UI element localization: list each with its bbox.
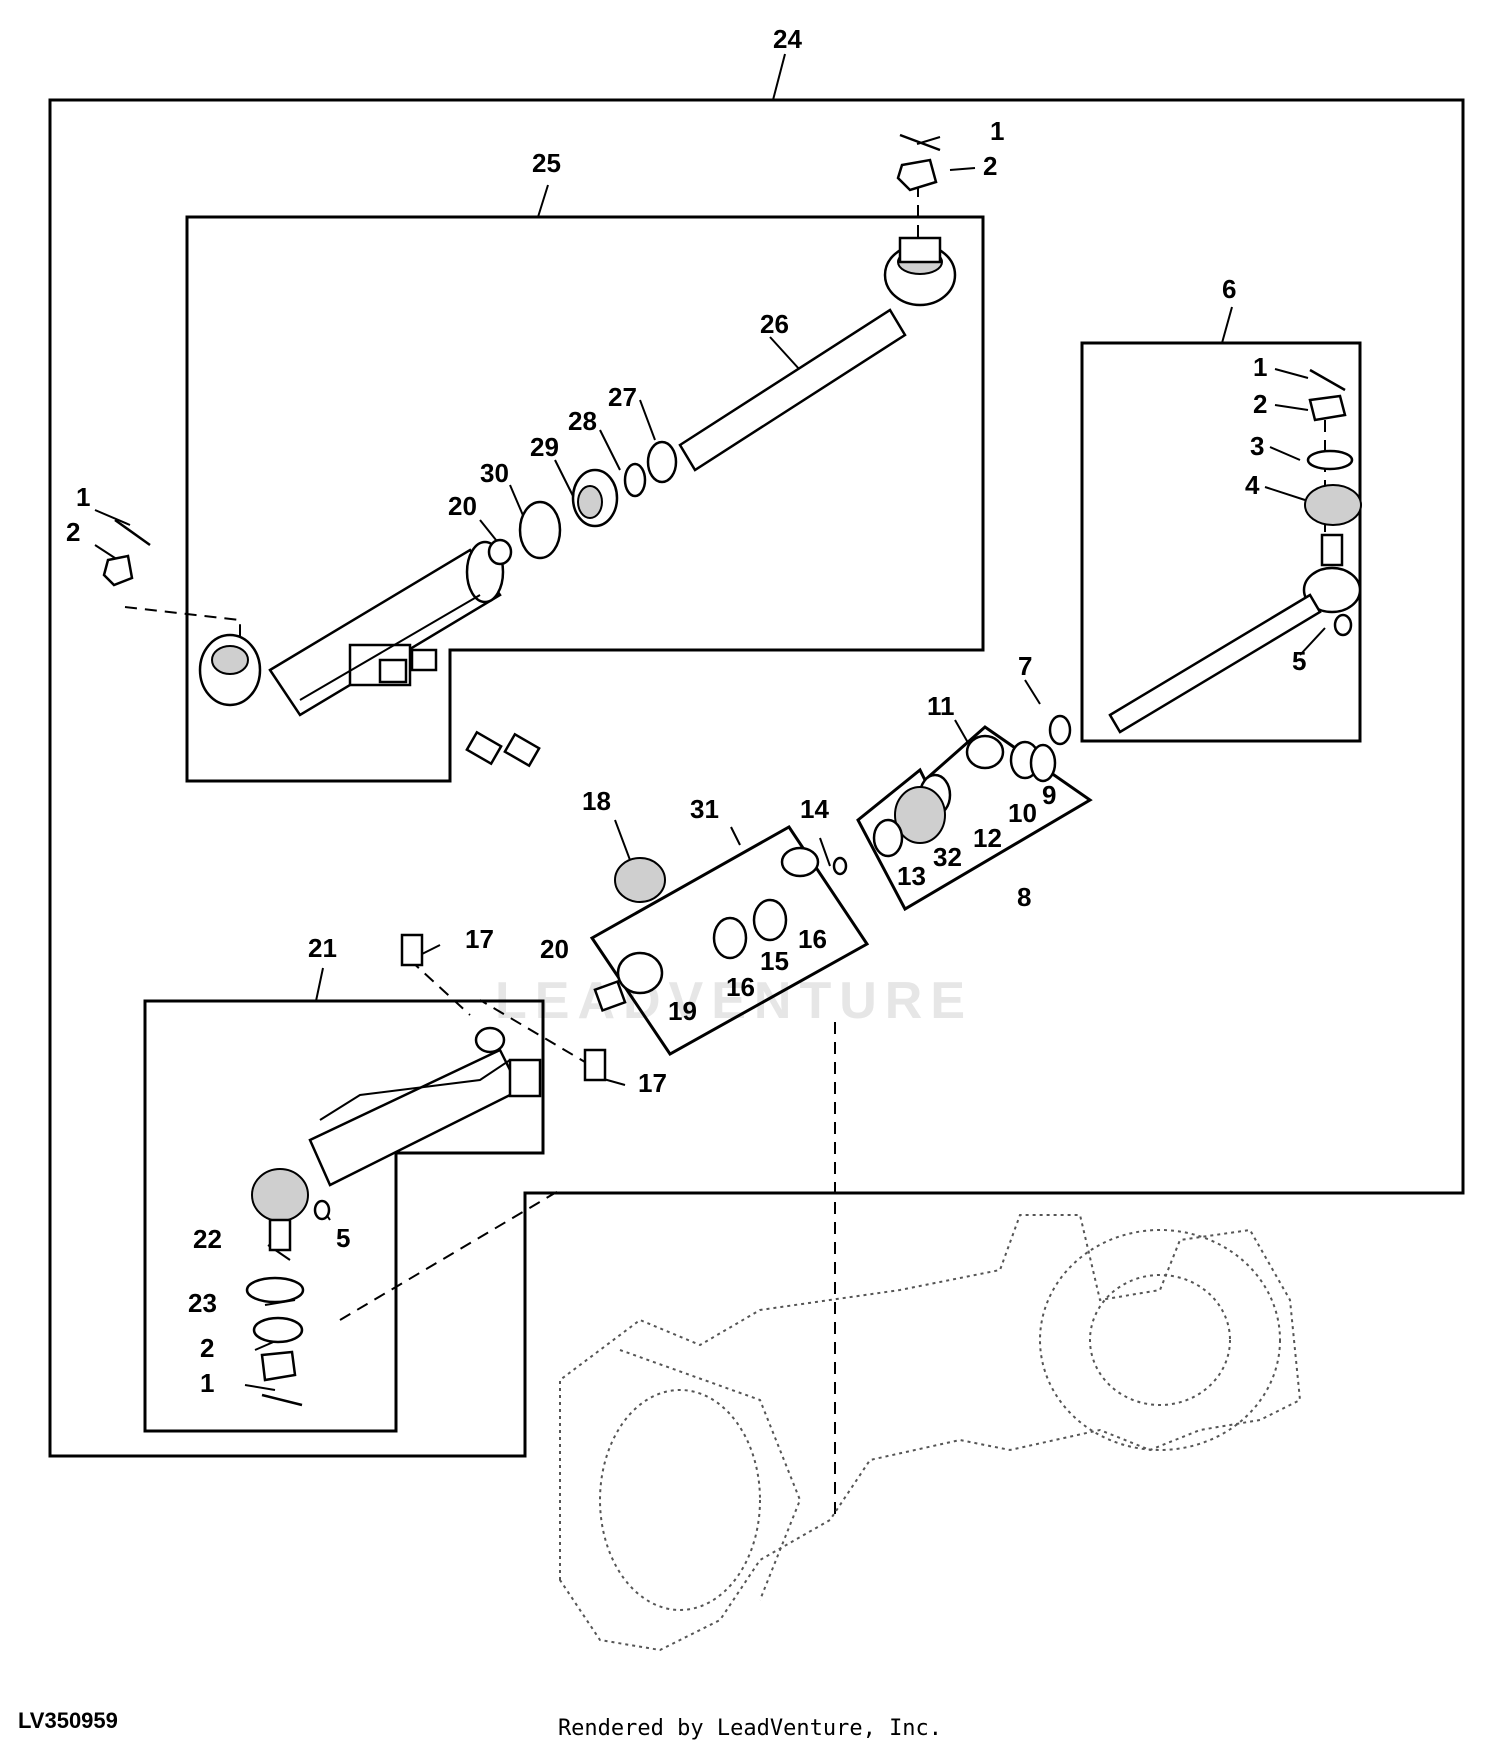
tie-rod-26 xyxy=(678,236,957,472)
callout-18: 18 xyxy=(582,786,611,816)
callout-32: 32 xyxy=(933,842,962,872)
callout-11: 11 xyxy=(927,691,955,721)
callout-2-left: 2 xyxy=(66,517,80,547)
callout-9: 9 xyxy=(1042,780,1056,810)
assembly-box-6 xyxy=(1080,341,1362,743)
assembly-dash-lines xyxy=(124,185,1326,1520)
callout-1-left: 1 xyxy=(76,482,90,512)
grease-fittings-17 xyxy=(400,933,607,1082)
callout-23: 23 xyxy=(188,1288,217,1318)
steering-cylinder-21 xyxy=(245,1026,542,1407)
assembly-box-25 xyxy=(185,215,985,783)
callout-7: 7 xyxy=(1018,651,1032,681)
callout-16-left: 16 xyxy=(726,972,755,1002)
steering-cylinder xyxy=(198,540,505,717)
callout-28: 28 xyxy=(568,406,597,436)
callout-16-right: 16 xyxy=(798,924,827,954)
callout-17-top: 17 xyxy=(465,924,494,954)
callout-4: 4 xyxy=(1245,470,1260,500)
tie-rod-end-6 xyxy=(1108,368,1362,734)
callout-3: 3 xyxy=(1250,431,1264,461)
callout-1-right: 1 xyxy=(1253,352,1267,382)
callout-2-right: 2 xyxy=(1253,389,1267,419)
callout-1-bottom: 1 xyxy=(200,1368,214,1398)
callout-5-left: 5 xyxy=(336,1223,350,1253)
callout-22: 22 xyxy=(193,1224,222,1254)
seal-kit-31-parts xyxy=(593,846,820,1013)
seal-kit-box-8 xyxy=(856,725,1093,912)
axle-housing-outline xyxy=(559,1214,1302,1652)
callout-19: 19 xyxy=(668,996,697,1026)
callout-27: 27 xyxy=(608,382,637,412)
callout-2-bottom: 2 xyxy=(200,1333,214,1363)
seal-kit-box-31 xyxy=(589,825,870,1056)
callout-20-top: 20 xyxy=(448,491,477,521)
callout-14: 14 xyxy=(800,794,829,824)
render-credit: Rendered by LeadVenture, Inc. xyxy=(557,1716,943,1741)
callout-30: 30 xyxy=(480,458,509,488)
diagram-id-label: LV350959 xyxy=(18,1708,118,1733)
callout-25: 25 xyxy=(532,148,561,178)
callout-13: 13 xyxy=(897,861,926,891)
callout-8: 8 xyxy=(1017,882,1031,912)
seal-kit-8-parts xyxy=(832,714,1072,876)
callout-5-right: 5 xyxy=(1292,646,1306,676)
callout-1-top: 1 xyxy=(990,116,1004,146)
callout-6: 6 xyxy=(1222,274,1236,304)
callout-20-bottom: 20 xyxy=(540,934,569,964)
callout-12: 12 xyxy=(973,823,1002,853)
fittings-25 xyxy=(465,730,541,768)
callout-31: 31 xyxy=(690,794,719,824)
callout-21: 21 xyxy=(308,933,337,963)
callout-29: 29 xyxy=(530,432,559,462)
seal-parts-25 xyxy=(487,440,678,566)
callout-10: 10 xyxy=(1008,798,1037,828)
callout-2-top: 2 xyxy=(983,151,997,181)
cotter-pin-nut-top xyxy=(896,133,941,192)
callout-24: 24 xyxy=(773,24,802,54)
callout-15: 15 xyxy=(760,946,789,976)
callout-26: 26 xyxy=(760,309,789,339)
assembly-box-24 xyxy=(48,98,1465,1458)
cotter-pin-nut-left xyxy=(102,518,151,587)
callout-17-bottom: 17 xyxy=(638,1068,667,1098)
